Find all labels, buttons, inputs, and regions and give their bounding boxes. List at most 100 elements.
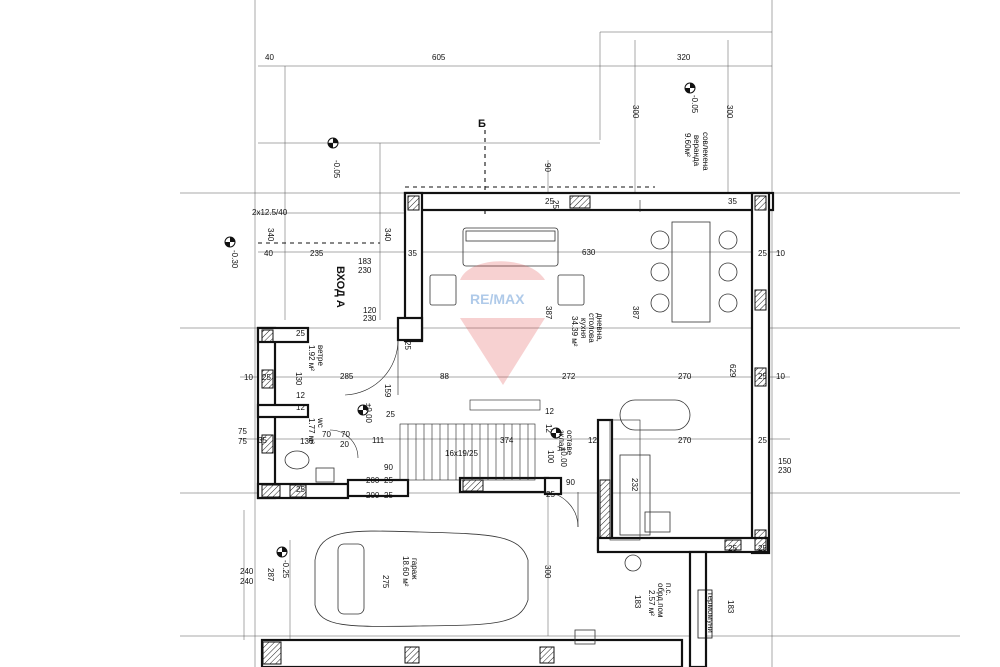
svg-text:25: 25 <box>386 410 395 419</box>
svg-text:25: 25 <box>758 372 767 381</box>
svg-text:70: 70 <box>341 430 350 439</box>
grid-lines <box>180 0 960 667</box>
svg-text:240: 240 <box>240 567 254 576</box>
svg-text:35: 35 <box>408 249 417 258</box>
svg-text:25: 25 <box>758 249 767 258</box>
svg-text:25: 25 <box>551 200 560 209</box>
svg-text:столова: столова <box>587 313 596 343</box>
svg-text:12: 12 <box>588 436 597 445</box>
svg-text:25: 25 <box>546 490 555 499</box>
svg-text:10: 10 <box>776 372 785 381</box>
svg-text:232: 232 <box>630 478 639 492</box>
veranda-label: совлекена веранда 9.60м² <box>683 132 710 171</box>
svg-text:629: 629 <box>728 364 737 378</box>
svg-text:270: 270 <box>678 436 692 445</box>
svg-text:25: 25 <box>384 476 393 485</box>
svg-text:70: 70 <box>322 430 331 439</box>
svg-text:wc: wc <box>316 417 325 428</box>
svg-text:25: 25 <box>545 197 554 206</box>
svg-text:130: 130 <box>294 372 303 386</box>
svg-text:35: 35 <box>258 436 267 445</box>
storage-label: оставе зклад <box>557 430 574 456</box>
svg-text:159: 159 <box>383 384 392 398</box>
svg-text:1.77 м²: 1.77 м² <box>307 418 316 444</box>
svg-text:240: 240 <box>240 577 254 586</box>
svg-text:320: 320 <box>677 53 691 62</box>
svg-text:оставе: оставе <box>565 430 574 456</box>
svg-text:12: 12 <box>545 407 554 416</box>
level-markers: -0.05 -0.05 -0.30 ±0.00 ±0.00 -0.25 <box>224 82 699 579</box>
svg-text:605: 605 <box>432 53 446 62</box>
svg-text:111: 111 <box>372 436 385 445</box>
svg-text:40: 40 <box>265 53 274 62</box>
lower-dimensions: 200 25 25 90 200 25 90 232 25 25 240 240… <box>240 463 767 614</box>
svg-text:300: 300 <box>631 105 640 119</box>
svg-text:9.60м²: 9.60м² <box>683 133 692 157</box>
svg-text:235: 235 <box>310 249 324 258</box>
svg-text:374: 374 <box>500 436 514 445</box>
svg-text:10: 10 <box>244 373 253 382</box>
svg-text:120: 120 <box>363 306 377 315</box>
svg-text:100: 100 <box>546 450 555 464</box>
svg-text:10: 10 <box>776 249 785 258</box>
svg-text:90: 90 <box>566 478 575 487</box>
svg-text:183: 183 <box>633 595 642 609</box>
garage-label: гараж 18.60 м² <box>401 556 419 587</box>
svg-text:совлекена: совлекена <box>701 132 710 171</box>
svg-text:272: 272 <box>562 372 576 381</box>
svg-text:дневна,: дневна, <box>595 313 604 342</box>
svg-text:340: 340 <box>383 228 392 242</box>
middle-dimensions: 285 88 272 270 25 10 159 12 25 374 12 27… <box>340 341 792 475</box>
svg-text:12: 12 <box>296 391 305 400</box>
furniture <box>284 221 738 645</box>
svg-text:200: 200 <box>366 491 380 500</box>
level-6: -0.25 <box>281 560 290 579</box>
door-swings <box>329 200 641 528</box>
level-5: ±0.00 <box>559 447 568 468</box>
svg-text:20: 20 <box>340 440 349 449</box>
svg-text:75: 75 <box>238 427 247 436</box>
svg-text:230: 230 <box>363 314 377 323</box>
svg-text:ветре: ветре <box>316 345 325 366</box>
svg-text:300: 300 <box>725 105 734 119</box>
svg-text:25: 25 <box>296 485 305 494</box>
svg-text:кухня: кухня <box>579 318 588 338</box>
svg-text:630: 630 <box>582 248 596 257</box>
svg-text:230: 230 <box>778 466 792 475</box>
level-2: -0.05 <box>690 95 699 114</box>
svg-text:25: 25 <box>758 436 767 445</box>
section-marker: Б <box>478 118 486 130</box>
level-1: -0.05 <box>332 160 341 179</box>
svg-text:300: 300 <box>543 565 552 579</box>
svg-text:200: 200 <box>366 476 380 485</box>
staircase <box>399 399 641 541</box>
entrance-label: ВХОД А <box>334 266 346 308</box>
svg-text:183: 183 <box>358 257 372 266</box>
svg-text:2x12.5/40: 2x12.5/40 <box>252 208 288 217</box>
left-dimensions: 25 10 25 130 12 75 75 35 12 70 20 136 70… <box>238 306 385 449</box>
level-4: ±0.00 <box>364 403 373 424</box>
svg-text:340: 340 <box>266 228 275 242</box>
svg-text:150: 150 <box>778 457 792 466</box>
top-dimensions: 40 605 320 <box>265 53 691 62</box>
svg-text:25: 25 <box>728 544 737 553</box>
svg-text:гараж: гараж <box>410 558 419 580</box>
svg-text:387: 387 <box>631 306 640 320</box>
svg-text:25: 25 <box>262 373 271 382</box>
svg-text:287: 287 <box>266 568 275 582</box>
service-room-label: п.с. обрд.пом 2.57 м² <box>647 583 673 617</box>
svg-text:зклад: зклад <box>557 430 566 451</box>
svg-text:40: 40 <box>264 249 273 258</box>
svg-text:18.60 м²: 18.60 м² <box>401 556 410 587</box>
hatched-wall-sections <box>261 195 767 665</box>
svg-text:90: 90 <box>384 463 393 472</box>
svg-text:25: 25 <box>403 341 412 350</box>
svg-text:обрд.пом: обрд.пом <box>656 583 665 617</box>
svg-text:34.39 м²: 34.39 м² <box>570 316 579 347</box>
svg-text:25: 25 <box>384 491 393 500</box>
living-room-label: дневна, столова кухня 34.39 м² <box>570 313 604 347</box>
vertical-dimensions: 300 300 90 25 387 387 629 100 12 <box>543 105 737 464</box>
svg-text:2.57 м²: 2.57 м² <box>647 590 656 616</box>
svg-text:88: 88 <box>440 372 449 381</box>
